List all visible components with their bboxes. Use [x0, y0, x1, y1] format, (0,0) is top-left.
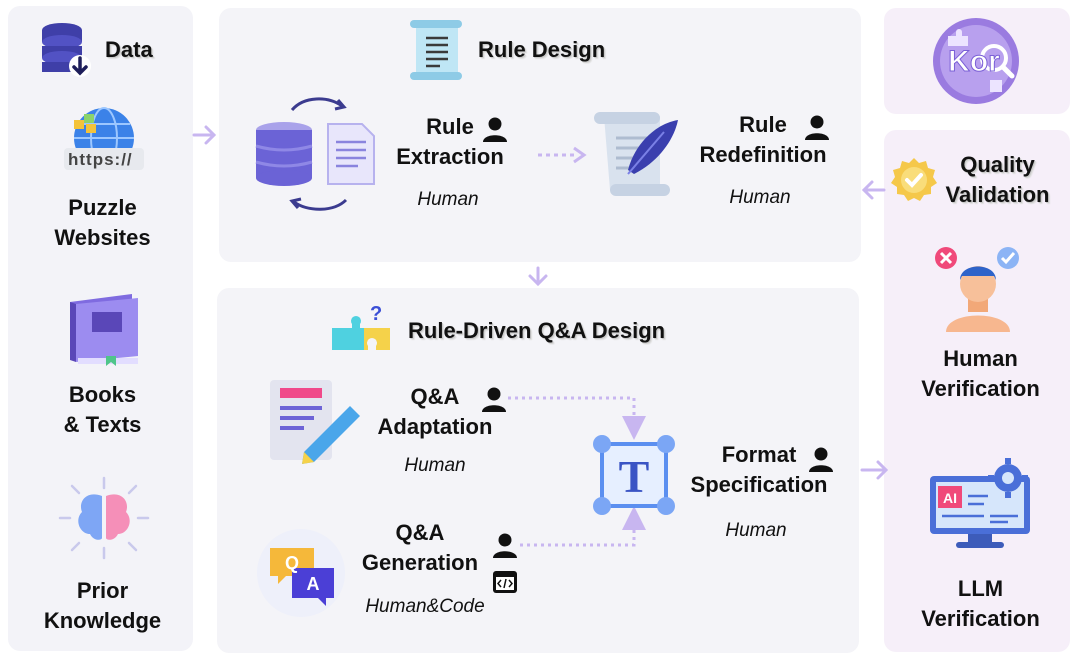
qa-generation-by: Human&Code	[365, 596, 485, 617]
label-line: Generation	[361, 550, 479, 575]
human-verification-icon	[930, 244, 1026, 332]
label-line: Extraction	[396, 144, 504, 169]
label-line: Validation	[945, 182, 1050, 207]
format-specification-by: Human	[725, 520, 787, 541]
label-line: Adaptation	[377, 414, 493, 439]
label-line: Specification	[690, 472, 828, 497]
puzzle-icon: ?	[330, 302, 396, 358]
label-line: Quality	[960, 152, 1035, 177]
label-line: Q&A	[395, 520, 445, 545]
format-letter: T	[619, 451, 650, 502]
arrow-data-to-rule	[192, 125, 217, 145]
label-line: Rule	[739, 112, 787, 137]
label-line: Rule	[426, 114, 474, 139]
llm-verification-label: LLM Verification	[908, 574, 1053, 634]
qa-chat-icon: Q A	[256, 528, 346, 618]
arrow-extraction-head	[573, 146, 587, 164]
rule-extraction-label: Rule Extraction	[370, 112, 530, 172]
book-icon	[62, 294, 146, 366]
qa-letter-a: A	[307, 574, 320, 594]
label-line: Prior	[76, 578, 129, 603]
arrow-rule-to-qa	[528, 266, 548, 287]
qa-letter-q: Q	[285, 553, 299, 573]
qa-adaptation-label: Q&A Adaptation	[365, 382, 505, 442]
rule-design-panel	[219, 8, 861, 262]
scroll-icon	[406, 20, 464, 82]
label-line: Verification	[921, 376, 1040, 401]
prior-knowledge-label: Prior Knowledge	[20, 576, 185, 636]
label-line: Redefinition	[699, 142, 827, 167]
rule-design-title: Rule Design	[478, 37, 606, 62]
label-line: Books	[68, 382, 137, 407]
check-badge-icon	[890, 156, 938, 204]
ai-label: AI	[943, 490, 957, 506]
person-icon	[804, 114, 830, 140]
qa-design-title: Rule-Driven Q&A Design	[408, 318, 666, 343]
label-line: Q&A	[410, 384, 460, 409]
human-verification-label: Human Verification	[908, 344, 1053, 404]
code-icon	[492, 570, 518, 594]
arrow-qa-to-quality	[860, 460, 889, 480]
data-title: Data	[105, 37, 153, 62]
rule-redefinition-by: Human	[729, 187, 791, 208]
books-texts-label: Books & Texts	[20, 380, 185, 440]
quality-validation-panel	[884, 130, 1070, 652]
qa-adaptation-by: Human	[404, 455, 466, 476]
person-icon	[481, 386, 507, 412]
database-icon	[40, 22, 92, 78]
rule-redefinition-label: Rule Redefinition	[688, 110, 838, 170]
label-line: Verification	[921, 606, 1040, 631]
person-icon	[492, 532, 518, 558]
label-line: Human	[943, 346, 1018, 371]
kor-logo: Kor	[928, 16, 1024, 106]
label-line: & Texts	[63, 412, 142, 437]
url-text: https://	[68, 150, 133, 169]
label-line: Websites	[54, 225, 151, 250]
svg-text:?: ?	[370, 303, 382, 325]
format-specification-label: Format Specification	[680, 440, 838, 500]
label-line: Puzzle	[68, 195, 137, 220]
brain-icon	[56, 476, 152, 560]
globe-icon	[62, 106, 146, 178]
logo-text: Kor	[948, 45, 1000, 78]
label-line: LLM	[957, 576, 1004, 601]
person-icon	[482, 116, 508, 142]
label-line: Knowledge	[43, 608, 162, 633]
puzzle-websites-label: Puzzle Websites	[20, 193, 185, 253]
dotted-adapt-to-format	[508, 396, 646, 440]
data-cycle-icon	[250, 94, 386, 214]
label-line: Format	[721, 442, 797, 467]
document-pen-icon	[264, 376, 364, 466]
quality-validation-title: Quality Validation	[930, 150, 1065, 210]
text-format-icon: T	[590, 434, 680, 518]
dotted-gen-to-format	[520, 506, 646, 547]
ai-monitor-icon: AI	[928, 456, 1032, 552]
arrow-quality-to-rule	[861, 180, 886, 200]
rule-extraction-by: Human	[417, 189, 479, 210]
quill-scroll-icon	[590, 110, 686, 200]
qa-generation-label: Q&A Generation	[350, 518, 490, 578]
person-icon	[808, 446, 834, 472]
